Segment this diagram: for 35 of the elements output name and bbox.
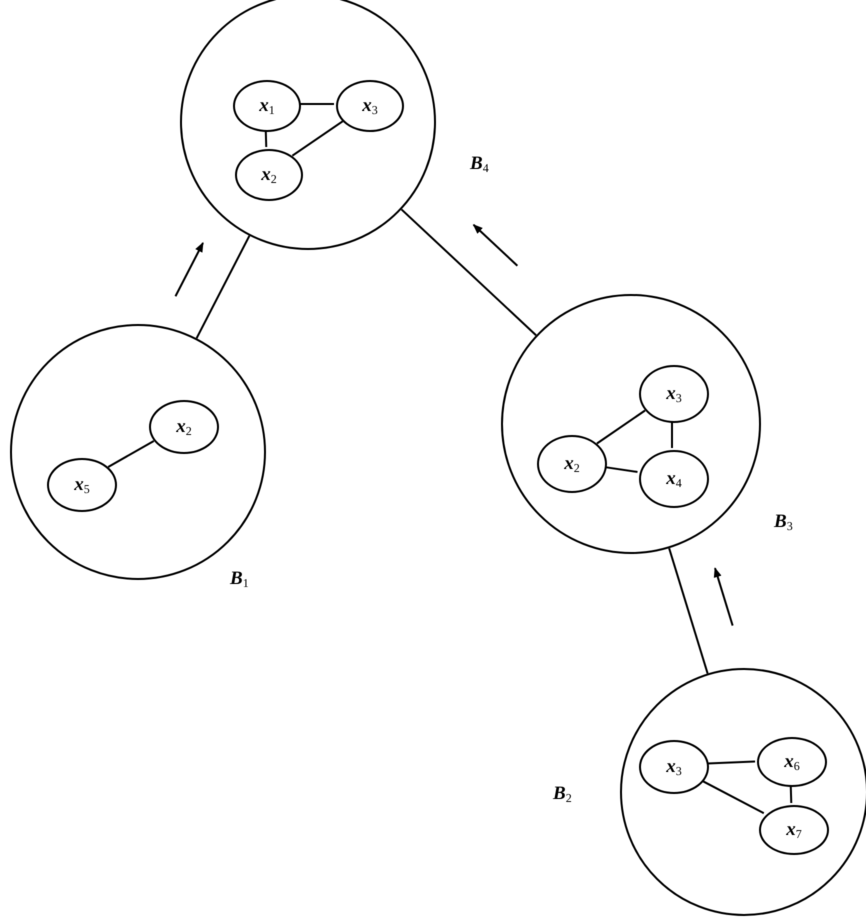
connector-line bbox=[668, 548, 709, 674]
variable-ellipse bbox=[47, 458, 117, 512]
connector-line bbox=[299, 103, 334, 105]
variable-ellipse bbox=[759, 805, 829, 855]
variable-ellipse bbox=[235, 149, 303, 201]
cluster-label: B$_{1}$ bbox=[230, 567, 249, 592]
connector-line bbox=[671, 421, 673, 448]
cluster-label: B$_{4}$ bbox=[470, 152, 489, 177]
variable-label: x$_{3}$ bbox=[666, 754, 682, 780]
variable-label: x$_{6}$ bbox=[784, 750, 800, 775]
cluster-label: B$_{3}$ bbox=[774, 510, 793, 535]
cluster-label: B$_{2}$ bbox=[553, 782, 572, 807]
variable-label: x$_{7}$ bbox=[786, 818, 802, 843]
variable-label: x$_{3}$ bbox=[666, 382, 682, 407]
variable-label: x$_{4}$ bbox=[666, 466, 682, 492]
cluster-circle bbox=[620, 668, 866, 916]
connector-line bbox=[596, 410, 646, 444]
variable-ellipse bbox=[149, 400, 219, 454]
variable-label: x$_{5}$ bbox=[74, 472, 90, 498]
connector-line bbox=[264, 130, 268, 148]
variable-ellipse bbox=[336, 80, 404, 132]
connector-line bbox=[706, 760, 756, 765]
cluster-circle bbox=[501, 294, 761, 554]
connector-line bbox=[292, 120, 344, 156]
connector-line bbox=[108, 440, 154, 468]
connector-line bbox=[790, 784, 792, 804]
variable-label: x$_{2}$ bbox=[564, 452, 580, 477]
variable-label: x$_{2}$ bbox=[261, 162, 277, 188]
connector-line bbox=[400, 208, 537, 336]
variable-label: x$_{1}$ bbox=[259, 94, 275, 119]
variable-label: x$_{2}$ bbox=[176, 414, 192, 440]
variable-ellipse bbox=[639, 740, 709, 794]
connector-line bbox=[196, 235, 250, 339]
cluster-circle bbox=[180, 0, 436, 250]
variable-label: x$_{3}$ bbox=[362, 94, 378, 119]
